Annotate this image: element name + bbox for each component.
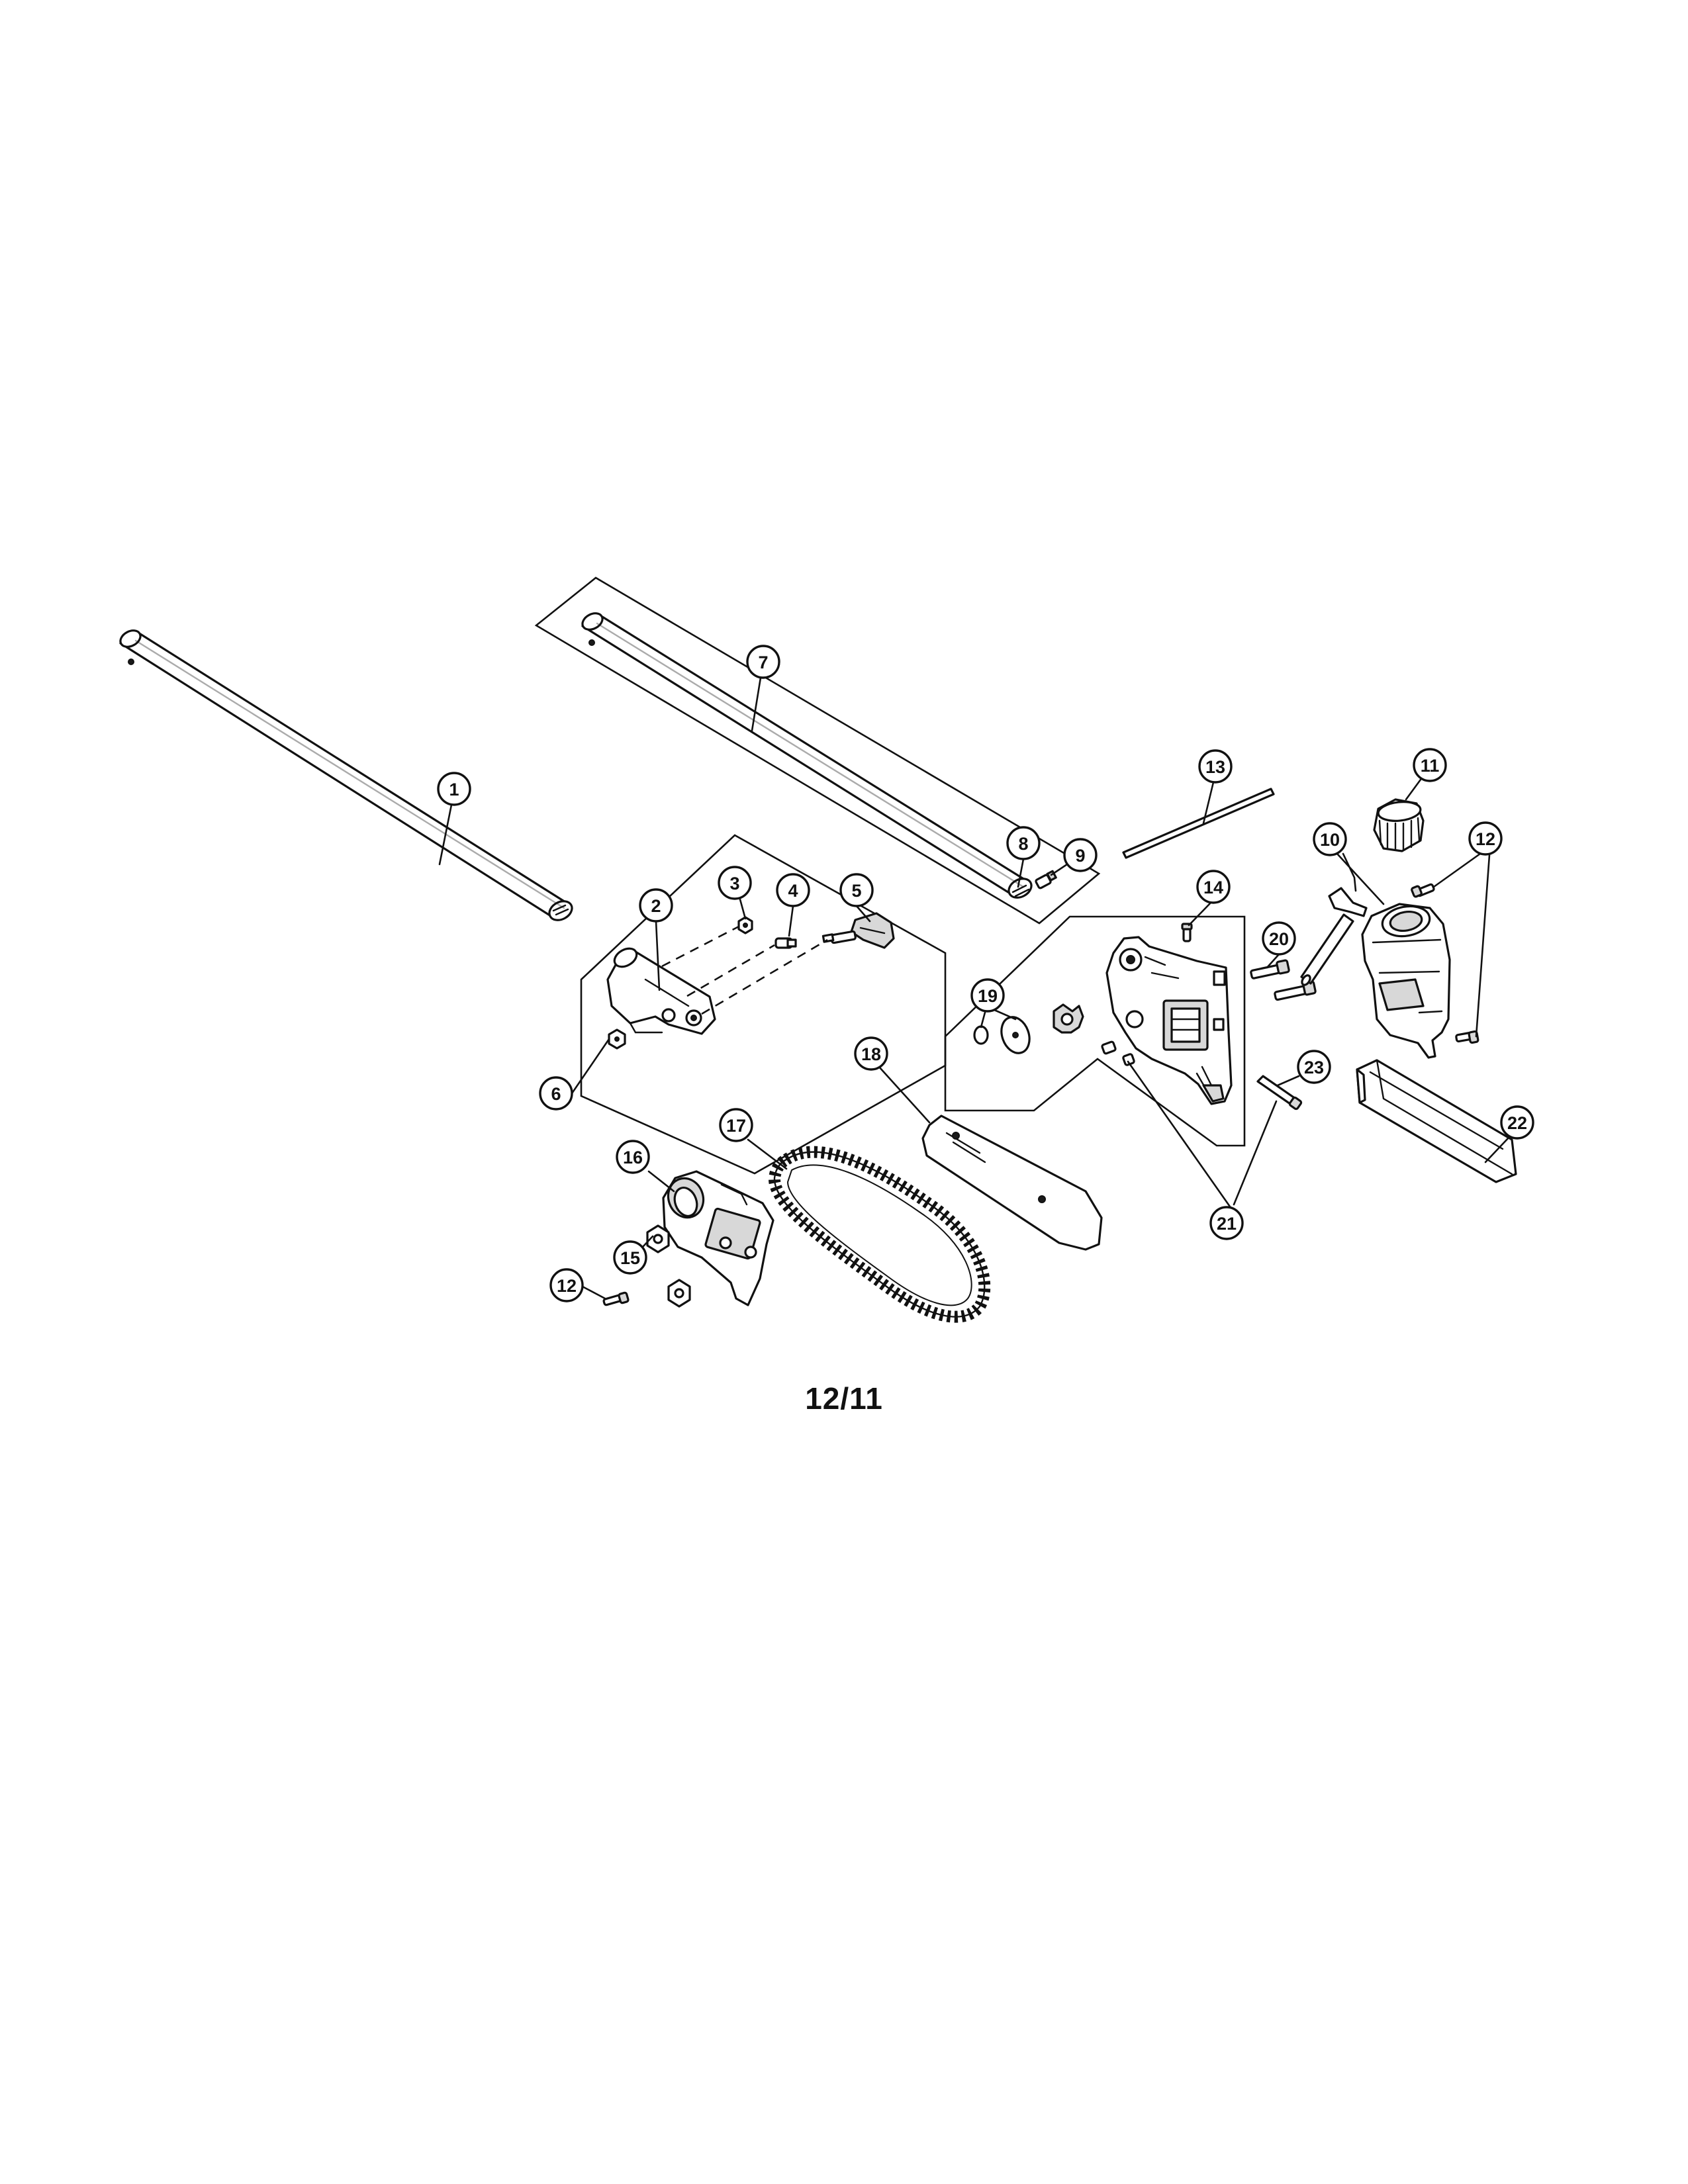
callout-17-label: 17	[726, 1116, 746, 1136]
guide-bar-part	[923, 1116, 1102, 1250]
group-box-extension-pole	[536, 578, 1099, 923]
callout-8-label: 8	[1018, 834, 1028, 854]
callout-7: 7	[747, 646, 779, 678]
oil-rod-part	[1123, 789, 1274, 858]
bar-nut-upper-part	[647, 1226, 669, 1252]
coupler-bolt-part	[776, 938, 796, 948]
callout-4: 4	[777, 874, 809, 906]
callout-1-label: 1	[449, 780, 459, 799]
coupler-part	[608, 945, 715, 1034]
lower-pole-part	[118, 627, 575, 924]
callout-20: 20	[1263, 923, 1295, 954]
cover-screw-part	[603, 1293, 628, 1306]
callout-22-label: 22	[1507, 1113, 1527, 1133]
callout-7-label: 7	[758, 653, 768, 672]
tank-screw-upper-part	[1411, 884, 1434, 897]
callout-9-label: 9	[1075, 846, 1085, 866]
oil-tank-part	[1362, 903, 1450, 1058]
callout-19: 19	[972, 979, 1004, 1011]
extension-pole-part	[580, 610, 1035, 901]
callout-18-label: 18	[861, 1044, 881, 1064]
callout-12-right: 12	[1470, 823, 1501, 854]
callout-3-label: 3	[729, 874, 739, 893]
callout-10-label: 10	[1320, 830, 1340, 850]
callout-16: 16	[617, 1141, 649, 1173]
saw-chain-part	[774, 1152, 984, 1317]
assembly-line-middle	[687, 945, 774, 996]
sprocket-cover-part	[663, 1171, 773, 1305]
callout-21: 21	[1211, 1207, 1243, 1239]
coupler-nut-part	[739, 917, 752, 933]
end-plug-part	[1013, 886, 1029, 896]
callout-11-label: 11	[1421, 756, 1440, 776]
callout-5-label: 5	[851, 881, 861, 901]
assembly-line-upper	[662, 927, 739, 966]
callout-6-label: 6	[551, 1084, 561, 1104]
callout-14-label: 14	[1203, 878, 1223, 897]
group-box-gearbox	[945, 917, 1244, 1146]
callout-16-label: 16	[623, 1148, 643, 1167]
callout-8: 8	[1008, 827, 1039, 859]
tank-screw-lower-part	[1456, 1031, 1478, 1043]
page-code: 12/11	[805, 1381, 883, 1416]
gear-housing-part	[1107, 937, 1231, 1104]
pole-screw-part	[1035, 871, 1056, 889]
bar-nut-lower-part	[669, 1280, 690, 1306]
callout-23-label: 23	[1304, 1058, 1324, 1077]
callout-2-label: 2	[651, 896, 661, 916]
callout-12-right-label: 12	[1476, 829, 1495, 849]
callout-18: 18	[855, 1038, 887, 1069]
assembly-line-lower	[702, 940, 827, 1014]
leader-lines	[440, 678, 1509, 1298]
callout-19-label: 19	[978, 986, 998, 1006]
coupler-lower-nut-part	[609, 1030, 625, 1048]
callout-17: 17	[720, 1109, 752, 1141]
callout-11: 11	[1414, 749, 1446, 781]
callout-22: 22	[1501, 1107, 1533, 1138]
oil-hose-part	[1300, 888, 1366, 986]
callout-4-label: 4	[788, 881, 798, 901]
sprocket-washer-part	[974, 1005, 1083, 1057]
callout-20-label: 20	[1269, 929, 1289, 949]
knob-part	[823, 913, 894, 948]
housing-bolts-part	[1250, 960, 1315, 1001]
callout-12-left-label: 12	[557, 1276, 577, 1296]
callout-10: 10	[1314, 823, 1346, 855]
callout-1: 1	[438, 773, 470, 805]
callout-12-left: 12	[551, 1269, 583, 1301]
callout-3: 3	[719, 867, 751, 899]
callout-2: 2	[640, 889, 672, 921]
callout-15-label: 15	[620, 1248, 640, 1268]
callout-5: 5	[841, 874, 872, 906]
callout-14: 14	[1197, 871, 1229, 903]
callout-15: 15	[614, 1242, 646, 1273]
callout-6: 6	[540, 1077, 572, 1109]
callout-13-label: 13	[1205, 757, 1225, 777]
housing-screw-part	[1182, 924, 1192, 941]
callout-21-label: 21	[1217, 1214, 1237, 1234]
callout-23: 23	[1298, 1051, 1330, 1083]
callout-13: 13	[1199, 751, 1231, 782]
callout-9: 9	[1064, 839, 1096, 871]
oil-cap-part	[1374, 799, 1423, 851]
bar-scabbard-part	[1357, 1060, 1516, 1182]
tension-pin-part	[1102, 1041, 1302, 1109]
